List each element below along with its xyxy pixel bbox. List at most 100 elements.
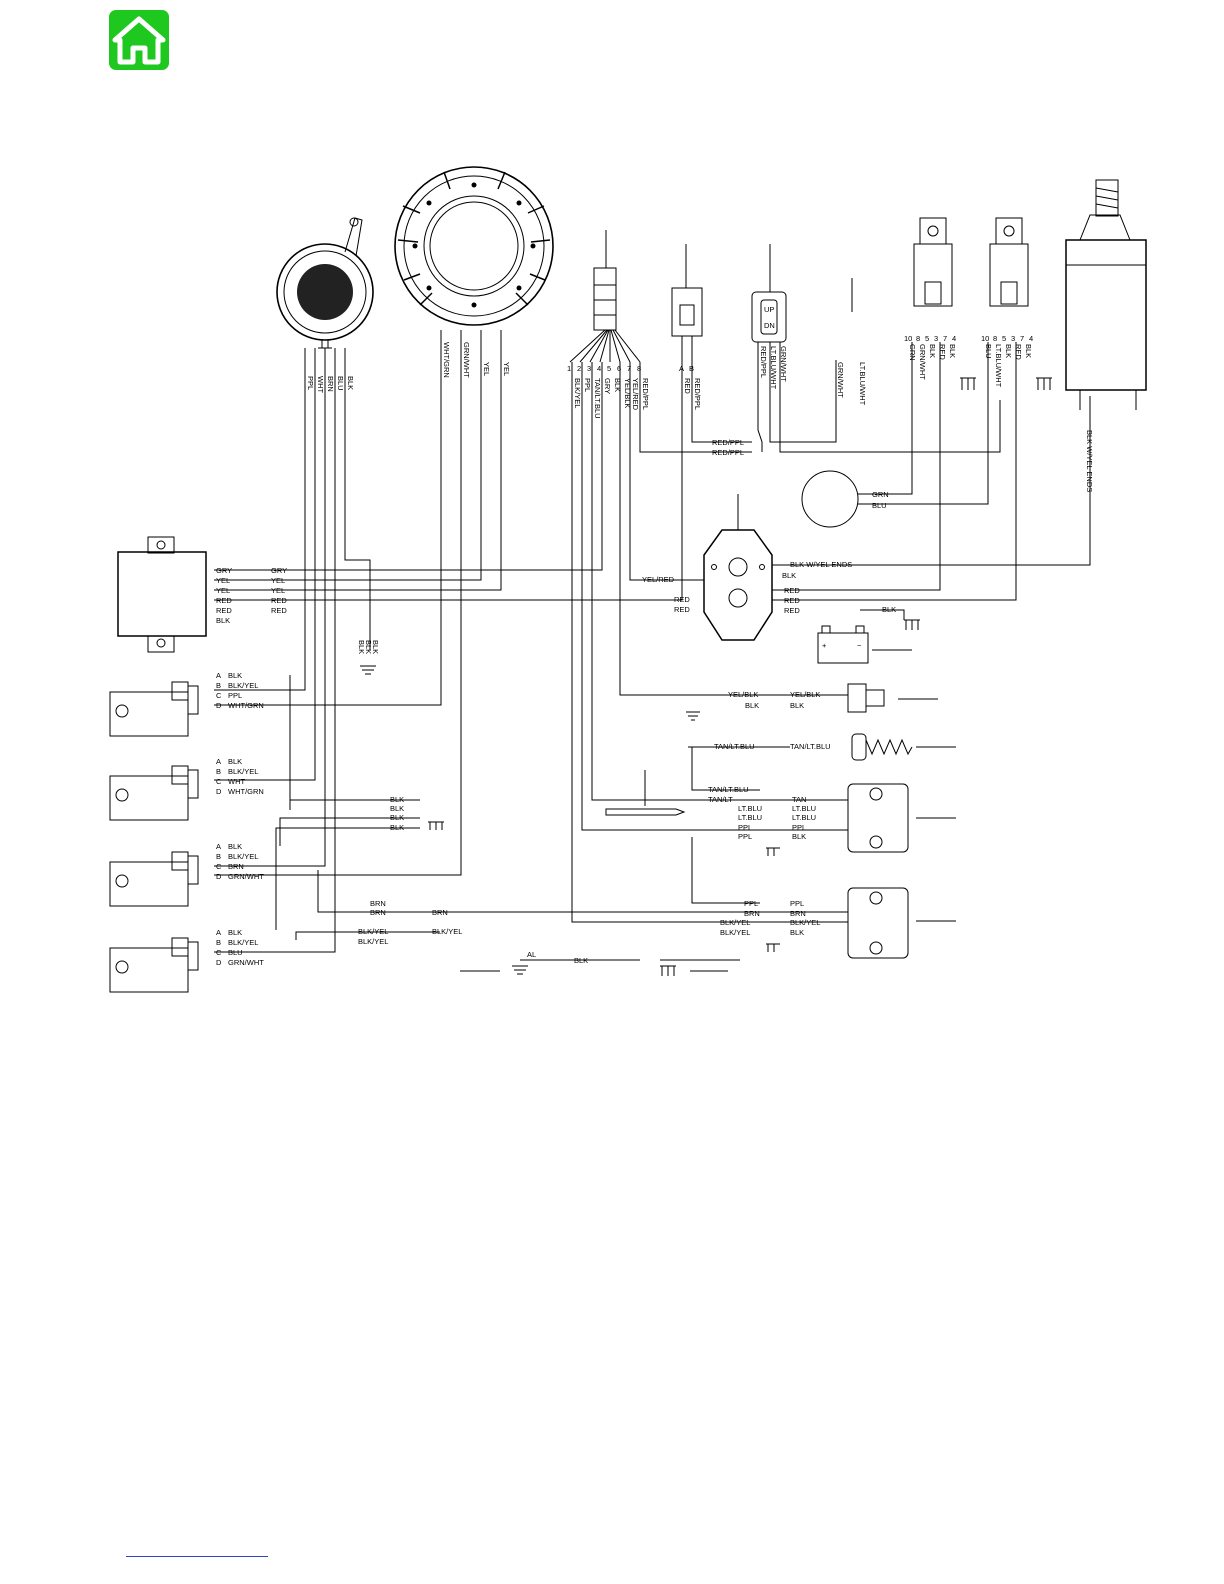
harness-wire-6: YEL/BLK (623, 378, 632, 408)
sw1-r-5: BLK (792, 832, 806, 841)
lower-right-labels: YEL/BLK YEL/BLK BLK BLK TAN/LT.BLU TAN/L… (527, 690, 831, 965)
bottom-al: AL (527, 950, 536, 959)
sw2-l-2: BRN (744, 909, 760, 918)
battery-blk: BLK (882, 605, 896, 614)
bottom-blk: BLK (574, 956, 588, 965)
cg-3: BLK (390, 813, 404, 822)
harness-pin-6: 6 (617, 364, 621, 373)
temp-2: YEL/BLK (790, 690, 820, 699)
rect-l-1: GRY (216, 566, 232, 575)
trim-labels: RED/PPL RED/PPL GRN BLU (712, 438, 889, 510)
trim-wire-2: LT.BLU/WHT (769, 346, 778, 390)
trigger-component (276, 217, 374, 349)
c4-c: C (216, 948, 222, 957)
harness-pin-5: 5 (607, 364, 611, 373)
rect-gnd-2: BLK (364, 640, 373, 654)
sol-r-5: RED (784, 606, 800, 615)
motor-grn-label: GRN (872, 490, 889, 499)
c2-w2: BLK/YEL (228, 767, 258, 776)
c2-c: C (216, 777, 222, 786)
harness-pin-4: 4 (597, 364, 601, 373)
rect-gnd-1: BLK (357, 640, 366, 654)
relay2-pin-5: 7 (1020, 334, 1024, 343)
home-button[interactable] (109, 10, 169, 70)
c3-w3: BRN (228, 862, 244, 871)
c4-a: A (216, 928, 221, 937)
relay-labels: GRN GRN/WHT BLK RED BLK BLU LT.BLU/WHT B… (904, 334, 1094, 492)
trim-wire-3: GRN/WHT (779, 346, 788, 382)
harness-wire-1: BLK/YEL (573, 378, 582, 408)
blkyel-1: BLK/YEL (358, 927, 388, 936)
trim-switch-up: UP (764, 305, 774, 314)
starter-wire-label: BLK W/YEL ENDS (1085, 430, 1094, 492)
choke-1: TAN/LT.BLU (714, 742, 755, 751)
rect-l-4: RED (216, 596, 232, 605)
relay2-pin-1: 10 (981, 334, 989, 343)
blkyel-3: BLK/YEL (432, 927, 462, 936)
sol-l-1: YEL/RED (642, 575, 675, 584)
relay2-wire-3: BLK (1004, 344, 1013, 358)
sw1-l-3: LT.BLU (738, 804, 762, 813)
harness-wire-5: BLK (613, 378, 622, 392)
stator-component (394, 166, 554, 326)
rect-r-4: RED (271, 596, 287, 605)
cg-4: BLK (390, 823, 404, 832)
harness-wire-3: TAN/LT.BLU (593, 378, 602, 419)
c3-w4: GRN/WHT (228, 872, 264, 881)
harness-pin-7: 7 (627, 364, 631, 373)
trigger-wire-3: BRN (326, 376, 335, 392)
ground-symbols (360, 377, 1052, 976)
sw2-r-4: BLK (790, 928, 804, 937)
sol-l-2: RED (674, 595, 690, 604)
relay1-pin-1: 10 (904, 334, 912, 343)
footer-link[interactable] (126, 1556, 268, 1558)
sw1-l-2: TAN/LT (708, 795, 733, 804)
sw2-r-1: PPL (790, 899, 804, 908)
rect-l-5: RED (216, 606, 232, 615)
harness-wire-4: GRY (603, 378, 612, 394)
sol-r-4: RED (784, 596, 800, 605)
relay1-pin-4: 3 (934, 334, 938, 343)
choke-2: TAN/LT.BLU (790, 742, 831, 751)
relay2-pin-6: 4 (1029, 334, 1033, 343)
sol-r-2: BLK (782, 571, 796, 580)
c1-w3: PPL (228, 691, 242, 700)
battery-minus: − (857, 641, 862, 650)
starter-solenoid (703, 494, 773, 641)
ab-plug (671, 244, 703, 337)
harness-wire-2: PPL (583, 378, 592, 392)
rect-l-2: YEL (216, 576, 230, 585)
c3-d: D (216, 872, 222, 881)
wiring (214, 330, 1091, 972)
rect-l-6: BLK (216, 616, 230, 625)
ignition-coils (109, 681, 199, 993)
c4-d: D (216, 958, 222, 967)
starter-motor (1065, 179, 1147, 410)
c1-b: B (216, 681, 221, 690)
brn-2: BRN (370, 908, 386, 917)
coil-labels: A B C D BLK BLK/YEL PPL WHT/GRN A B C D … (216, 671, 462, 967)
sw1-r-4: PPL (792, 823, 806, 832)
relay2-wire-1: BLU (984, 344, 993, 359)
relay1-wire-1: GRN (908, 344, 917, 361)
relay1-pin-6: 4 (952, 334, 956, 343)
rect-r-2: YEL (271, 576, 285, 585)
brn-3: BRN (432, 908, 448, 917)
relay2-wire-4: RED (1014, 344, 1023, 360)
stator-wire-2: GRN/WHT (462, 342, 471, 378)
c1-w2: BLK/YEL (228, 681, 258, 690)
rectifier (117, 536, 207, 653)
cg-1: BLK (390, 795, 404, 804)
c2-w3: WHT (228, 777, 245, 786)
c1-w4: WHT/GRN (228, 701, 264, 710)
solenoid-labels: BLK W/YEL ENDS BLK RED RED RED YEL/RED R… (642, 560, 896, 650)
c2-b: B (216, 767, 221, 776)
relay1-pin-2: 8 (916, 334, 920, 343)
temp-4: BLK (790, 701, 804, 710)
sw1-r-1: TAN (792, 795, 806, 804)
rect-r-5: RED (271, 606, 287, 615)
harness-labels: 1 2 3 4 5 6 7 8 BLK/YEL PPL TAN/LT.BLU G… (567, 364, 650, 419)
trim-switch-dn: DN (764, 321, 775, 330)
ab-plug-labels: A B RED RED/PPL (679, 364, 702, 410)
